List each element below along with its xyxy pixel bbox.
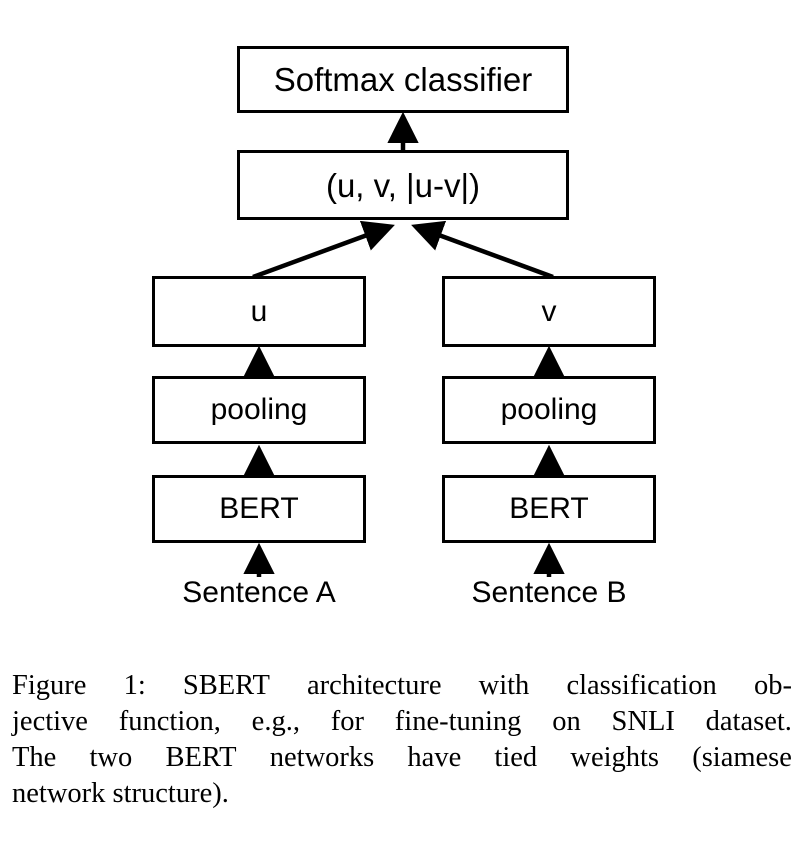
caption-word: have — [407, 742, 462, 773]
caption-word: e.g., — [251, 706, 300, 737]
caption-word: two — [89, 742, 133, 773]
label-sentence-a: Sentence A — [182, 576, 336, 609]
caption-line: jective function, e.g., for fine-tuning on SNL… — [12, 704, 792, 740]
caption-word: networks — [269, 742, 375, 773]
caption-word: SBERT — [182, 670, 270, 701]
caption-word: on — [552, 706, 581, 737]
caption-word: dataset. — [705, 706, 792, 737]
caption-word: Figure — [12, 670, 87, 701]
node-pooling-left: pooling — [152, 376, 366, 444]
caption-line: network structure). — [12, 778, 229, 809]
caption-word: SNLI — [611, 706, 675, 737]
caption-word: jective — [12, 706, 88, 737]
figure-caption: Figure 1: SBERT architecture with classificat… — [12, 668, 792, 812]
caption-word: 1: — [123, 670, 146, 701]
caption-word: The — [12, 742, 57, 773]
arrow-v-to-concat — [411, 220, 554, 280]
caption-line: The two BERT networks have tied weights (siames… — [12, 740, 792, 776]
caption-word: with — [478, 670, 530, 701]
caption-word: architecture — [307, 670, 442, 701]
arrow-u-to-concat — [252, 220, 395, 280]
caption-word: ob- — [753, 670, 792, 701]
caption-word: fine-tuning — [394, 706, 522, 737]
caption-word: (siamese — [692, 742, 792, 773]
diagram-connectors — [243, 111, 565, 577]
caption-word: classification — [566, 670, 717, 701]
node-bert-right: BERT — [442, 475, 656, 543]
caption-word: tied — [494, 742, 538, 773]
caption-line: Figure 1: SBERT architecture with classificat… — [12, 668, 792, 704]
node-embedding-u: u — [152, 276, 366, 347]
node-bert-left: BERT — [152, 475, 366, 543]
node-embedding-v: v — [442, 276, 656, 347]
figure-diagram: Softmax classifier (u, v, |u-v|) u v poo… — [152, 46, 656, 609]
node-pooling-right: pooling — [442, 376, 656, 444]
caption-word: weights — [570, 742, 660, 773]
node-concatenation-uv: (u, v, |u-v|) — [237, 150, 569, 220]
label-sentence-b: Sentence B — [471, 576, 627, 609]
caption-word: function, — [118, 706, 221, 737]
caption-word: BERT — [165, 742, 237, 773]
caption-word: for — [330, 706, 364, 737]
node-softmax-classifier: Softmax classifier — [237, 46, 569, 113]
